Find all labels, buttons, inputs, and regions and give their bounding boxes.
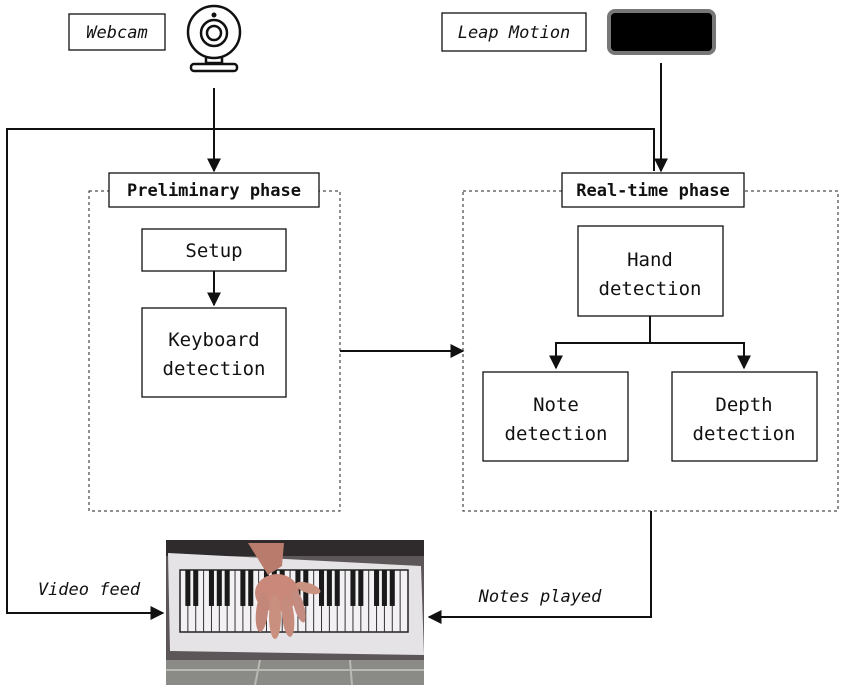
preliminary-phase-title: Preliminary phase	[127, 181, 301, 201]
notes-played-label: Notes played	[478, 587, 603, 607]
black-key	[319, 570, 325, 606]
black-key	[208, 570, 214, 606]
note-detection-line2: detection	[505, 423, 608, 445]
black-key	[240, 570, 246, 606]
note-detection-line1: Note	[533, 394, 579, 416]
hand-detection-line1: Hand	[627, 249, 673, 271]
realtime-phase-title: Real-time phase	[576, 181, 730, 201]
black-key	[224, 570, 230, 606]
hand-on-keyboard-photo	[166, 540, 424, 685]
arrow-video-feed	[6, 128, 655, 620]
keyboard-detection-box: Keyboard detection	[141, 307, 287, 398]
depth-detection-line1: Depth	[715, 394, 772, 416]
depth-detection-line2: detection	[693, 423, 796, 445]
arrow-notes-played	[427, 511, 652, 624]
leap-motion-device-icon	[607, 9, 716, 55]
arrow-hand-branch	[549, 316, 651, 370]
black-key	[326, 570, 332, 606]
realtime-phase-title-box: Real-time phase	[561, 172, 745, 208]
note-detection-box: Note detection	[482, 371, 629, 462]
preliminary-phase-title-box: Preliminary phase	[108, 172, 320, 208]
video-feed-label: Video feed	[38, 580, 141, 600]
setup-box: Setup	[141, 228, 287, 272]
black-key	[334, 570, 340, 606]
webcam-label: Webcam	[86, 23, 147, 43]
webcam-label-box: Webcam	[68, 13, 166, 51]
leap-motion-label-box: Leap Motion	[441, 12, 587, 52]
black-key	[185, 570, 191, 606]
hand-shape	[248, 543, 321, 639]
leap-motion-label: Leap Motion	[458, 23, 571, 43]
webcam-icon	[186, 4, 242, 73]
arrow-hand-to-depth	[650, 342, 751, 370]
setup-label: Setup	[185, 240, 242, 262]
hand-detection-box: Hand detection	[577, 225, 724, 317]
black-key	[216, 570, 222, 606]
depth-detection-box: Depth detection	[671, 371, 818, 462]
black-key	[248, 570, 254, 606]
hand-detection-line2: detection	[599, 278, 702, 300]
keyboard-detection-line1: Keyboard	[168, 329, 260, 351]
black-key	[193, 570, 199, 606]
keyboard-detection-line2: detection	[163, 358, 266, 380]
preliminary-phase-region	[88, 190, 341, 512]
black-key	[350, 570, 356, 606]
black-key	[381, 570, 387, 606]
black-key	[374, 570, 380, 606]
black-key	[389, 570, 395, 606]
black-key	[358, 570, 364, 606]
